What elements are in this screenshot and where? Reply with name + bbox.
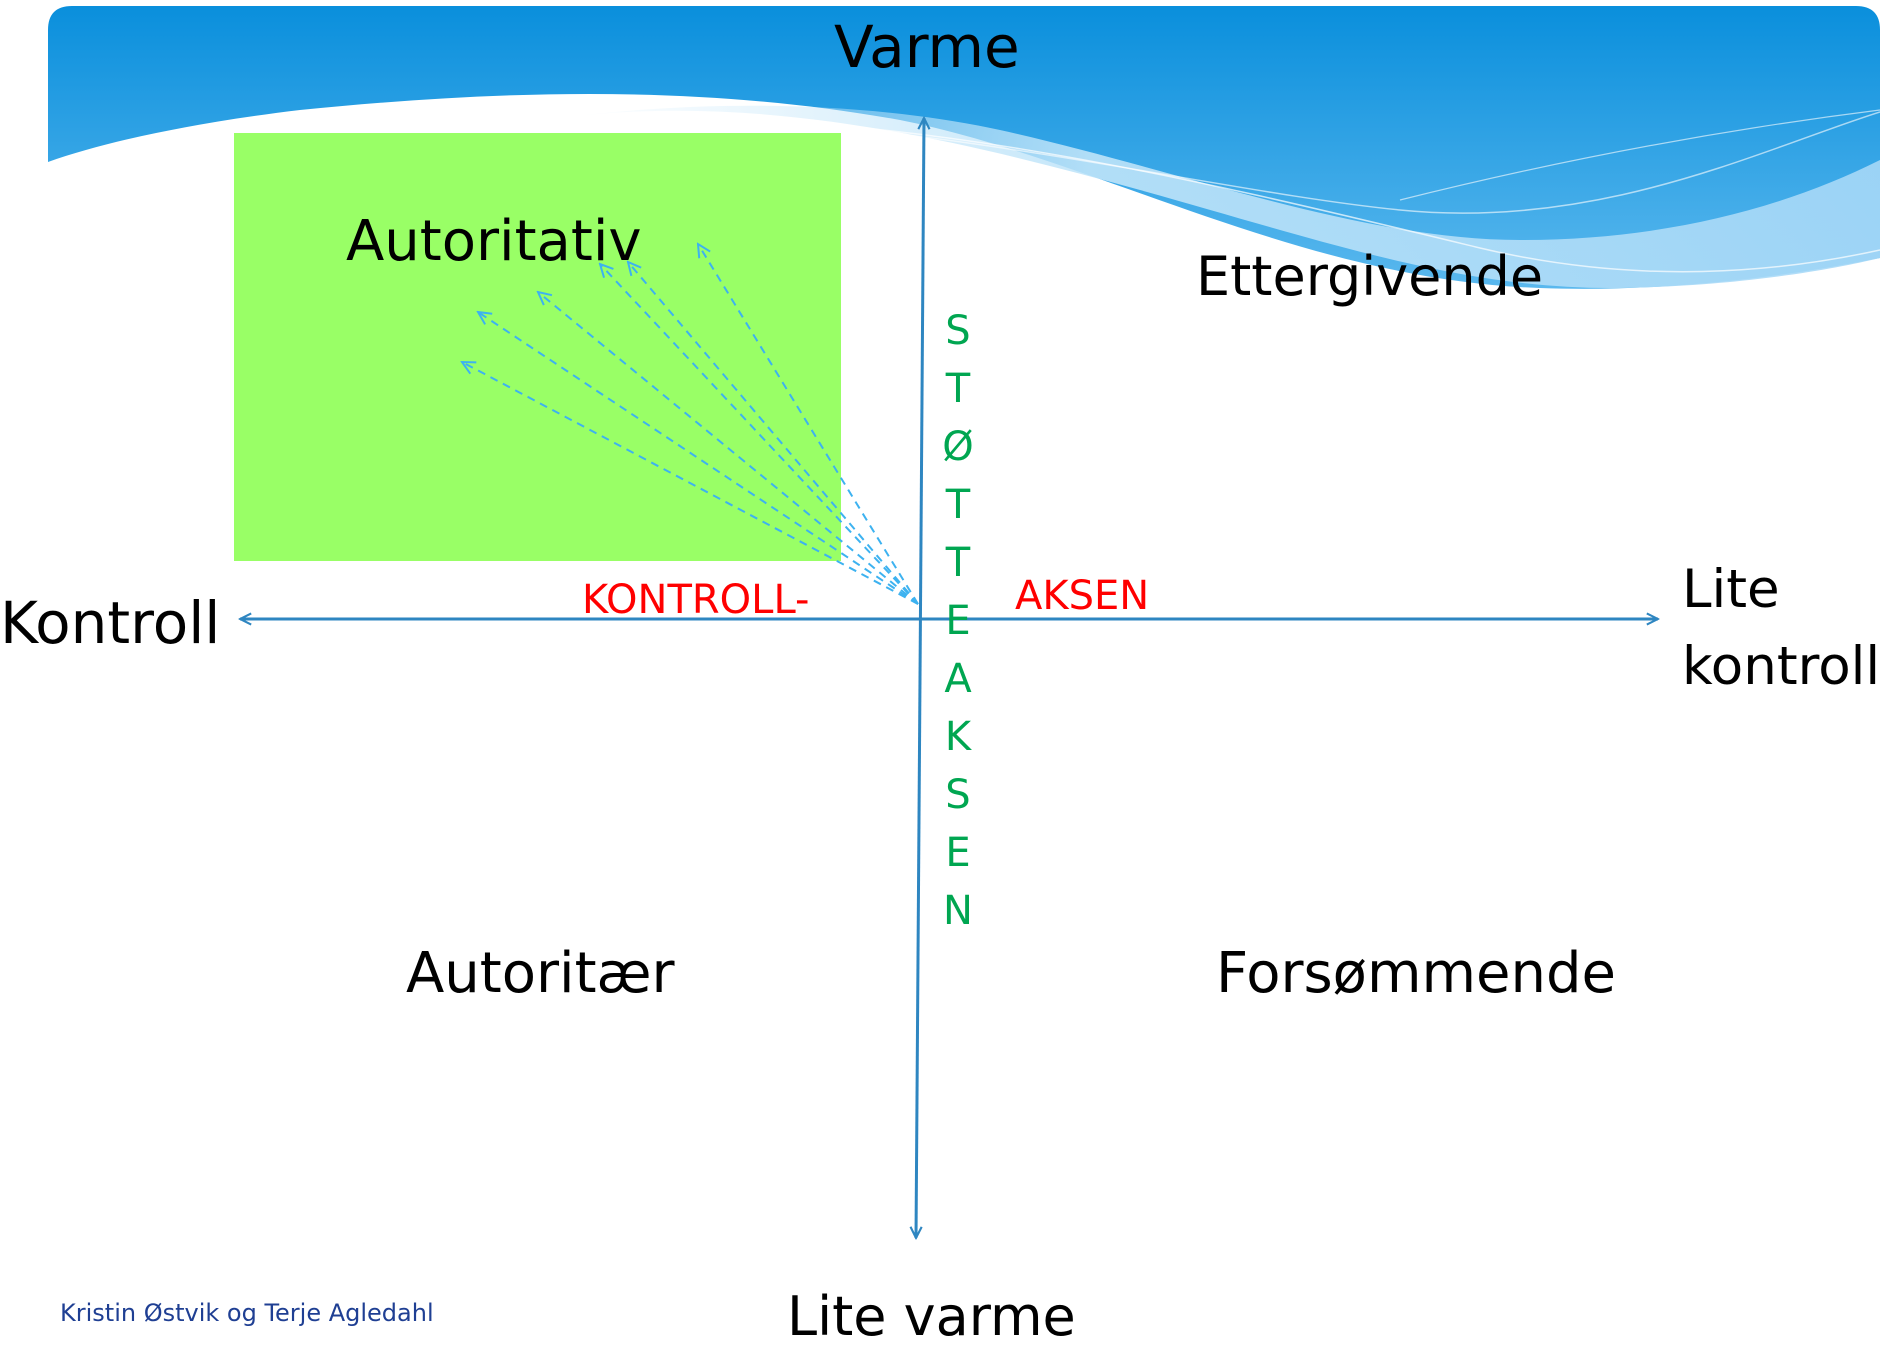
axis-top-label: Varme xyxy=(834,13,1020,81)
author-credit: Kristin Østvik og Terje Agledahl xyxy=(60,1299,434,1327)
vertical-axis-title-letter: S xyxy=(945,772,971,818)
banner-streak-3 xyxy=(1399,109,1880,201)
quadrant-top-left-label: Autoritativ xyxy=(346,209,642,274)
axis-right-label: Lite kontroll xyxy=(1682,559,1880,697)
quadrant-bottom-right-label: Forsømmende xyxy=(1216,941,1616,1006)
quadrant-bottom-left-label: Autoritær xyxy=(406,941,675,1006)
dashed-arrow xyxy=(538,292,919,605)
banner-streak-2 xyxy=(619,111,1880,214)
header-wave-banner xyxy=(48,6,1880,289)
vertical-axis-title-letter: E xyxy=(945,598,971,644)
quadrant-top-right-label: Ettergivende xyxy=(1196,245,1544,308)
axis-bottom-label: Lite varme xyxy=(787,1285,1076,1348)
dashed-arrow xyxy=(628,262,919,605)
vertical-axis-title-letter: Ø xyxy=(942,424,974,470)
highlight-box-autoritativ xyxy=(234,133,841,561)
dashed-arrow xyxy=(698,244,919,605)
vertical-axis-title-letter: E xyxy=(945,830,971,876)
vertical-axis-title-letter: K xyxy=(944,714,972,760)
horizontal-axis-title-part1: KONTROLL- xyxy=(582,577,810,623)
direction-arrows xyxy=(462,244,919,605)
vertical-axis-title-letter: T xyxy=(945,482,971,528)
banner-streak-1 xyxy=(559,117,1880,273)
dashed-arrow xyxy=(462,362,919,605)
vertical-axis-title-letter: S xyxy=(945,308,971,354)
vertical-axis-title-letter: T xyxy=(945,540,971,586)
vertical-axis-title-letter: N xyxy=(943,888,973,934)
dashed-arrow xyxy=(478,312,919,605)
horizontal-axis-title-part2: AKSEN xyxy=(1015,573,1150,619)
vertical-axis xyxy=(916,118,924,1238)
dashed-arrow xyxy=(600,264,919,605)
vertical-axis-title-letter: T xyxy=(945,366,971,412)
axis-left-label: Kontroll xyxy=(0,589,221,657)
header-wave-light xyxy=(560,105,1880,289)
vertical-axis-title-letter: A xyxy=(944,656,972,702)
